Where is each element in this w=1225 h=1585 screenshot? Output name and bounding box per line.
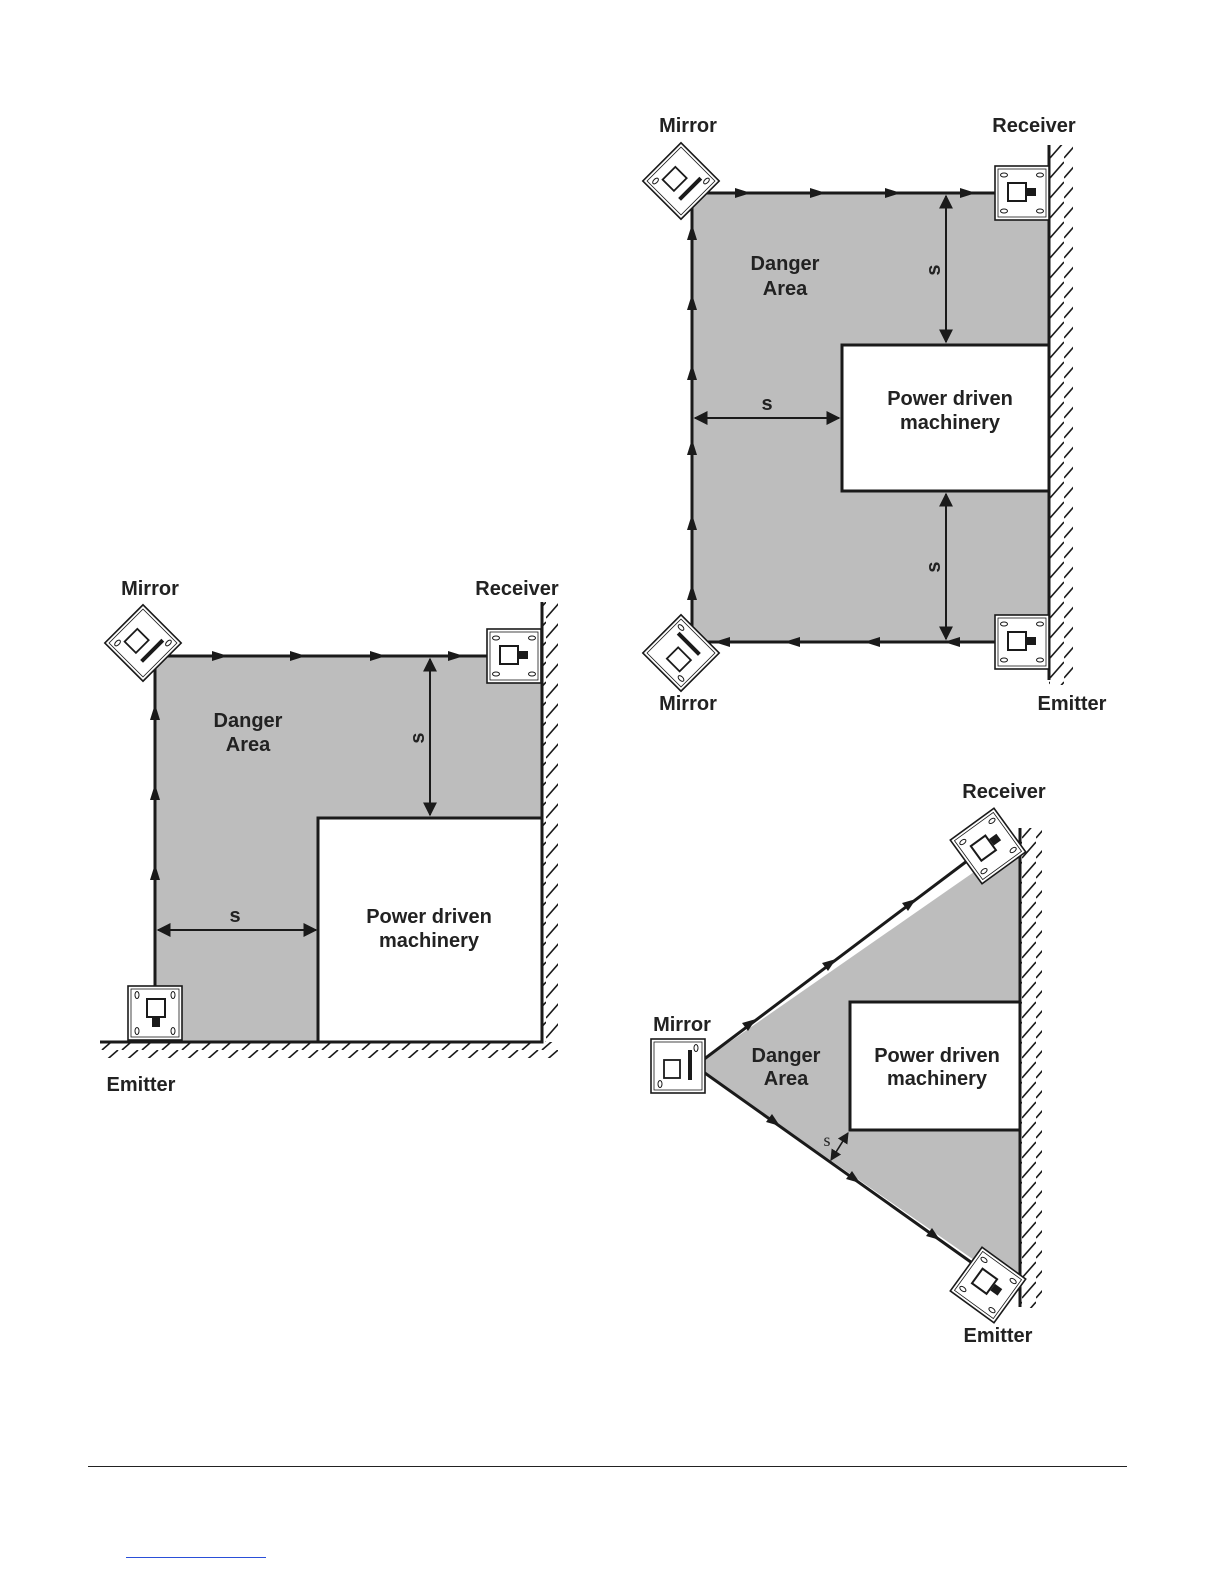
diagram-three-sided: Mirror Receiver Mirror Emitter Danger Ar… [643, 115, 1107, 715]
s-label-diagonal: s [823, 1130, 830, 1150]
emitter-device [995, 615, 1049, 669]
emitter-label: Emitter [964, 1325, 1033, 1347]
receiver-label: Receiver [962, 781, 1046, 803]
mirror-bottom-label: Mirror [659, 693, 717, 715]
machinery-label-line1: Power driven [887, 388, 1013, 410]
danger-area-label-line1: Danger [752, 1045, 821, 1067]
danger-area-label-line2: Area [763, 278, 808, 300]
danger-area-label-line2: Area [764, 1068, 809, 1090]
s-label-top: s [923, 264, 945, 275]
receiver-label: Receiver [992, 115, 1076, 137]
footer-link-underline[interactable] [126, 1557, 266, 1558]
wall-right [1049, 145, 1073, 685]
footer-rule [88, 1466, 1127, 1467]
emitter-label: Emitter [107, 1074, 176, 1096]
mirror-device [651, 1039, 705, 1093]
receiver-device [487, 629, 541, 683]
mirror-label: Mirror [653, 1014, 711, 1036]
s-label-horizontal: s [229, 905, 240, 927]
diagram-triangular: Mirror Receiver Emitter Danger Area Powe… [651, 781, 1046, 1347]
receiver-label: Receiver [475, 578, 559, 600]
danger-area-label-line2: Area [226, 734, 271, 756]
wall-right [1020, 828, 1042, 1308]
machinery-label-line1: Power driven [874, 1045, 1000, 1067]
wall-right [542, 602, 558, 1042]
machinery-label-line2: machinery [887, 1068, 988, 1090]
machinery-label-line2: machinery [379, 930, 480, 952]
emitter-label: Emitter [1038, 693, 1107, 715]
machinery-label-line2: machinery [900, 412, 1001, 434]
mirror-label: Mirror [121, 578, 179, 600]
s-label-bottom: s [923, 561, 945, 572]
mirror-top-label: Mirror [659, 115, 717, 137]
danger-area-label-line1: Danger [214, 710, 283, 732]
emitter-device [128, 986, 182, 1040]
receiver-device [995, 166, 1049, 220]
danger-area-label-line1: Danger [751, 253, 820, 275]
floor-bottom [100, 1042, 558, 1058]
diagram-two-sided: Mirror Receiver Emitter Danger Area Powe… [100, 578, 559, 1096]
machinery-label-line1: Power driven [366, 906, 492, 928]
s-label-left: s [761, 393, 772, 415]
s-label-vertical: s [407, 732, 429, 743]
